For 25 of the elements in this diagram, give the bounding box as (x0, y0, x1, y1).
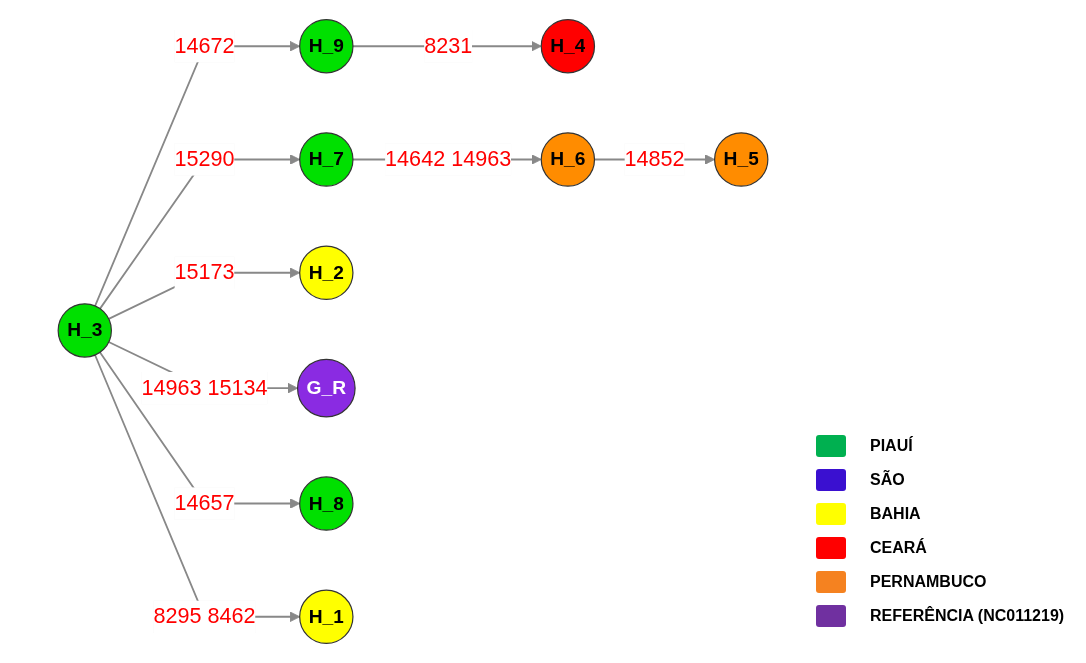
node-circle: H_1 (299, 589, 354, 644)
legend-label: SÃO (870, 471, 905, 489)
edge-label: 8231 (424, 33, 473, 58)
node-circle: H_5 (714, 132, 769, 187)
edge-label: 14852 (624, 146, 685, 171)
node-circle: H_9 (299, 19, 354, 74)
node-circle: G_R (296, 358, 356, 418)
edge-label: 14642 14963 (385, 146, 512, 171)
node-circle: H_6 (540, 132, 596, 187)
edge-label: 14963 15134 (141, 375, 268, 400)
node-circle: H_7 (299, 132, 354, 187)
edge-label: 14672 (174, 33, 235, 58)
edge-label: 8295 8462 (153, 604, 256, 629)
legend-label: CEARÁ (870, 539, 927, 557)
edge-label: 14657 (174, 490, 235, 515)
legend-label: REFERÊNCIA (NC011219) (870, 607, 1065, 625)
legend-label: PIAUÍ (870, 437, 913, 455)
node-circle: H_2 (299, 245, 354, 300)
node-circle: H_3 (57, 303, 112, 358)
edge-label: 15173 (174, 260, 235, 285)
edge-label: 15290 (174, 146, 235, 171)
legend-label: PERNAMBUCO (870, 573, 987, 591)
node-circle: H_4 (540, 19, 596, 74)
legend-label: BAHIA (870, 505, 921, 523)
node-circle: H_8 (299, 476, 354, 531)
